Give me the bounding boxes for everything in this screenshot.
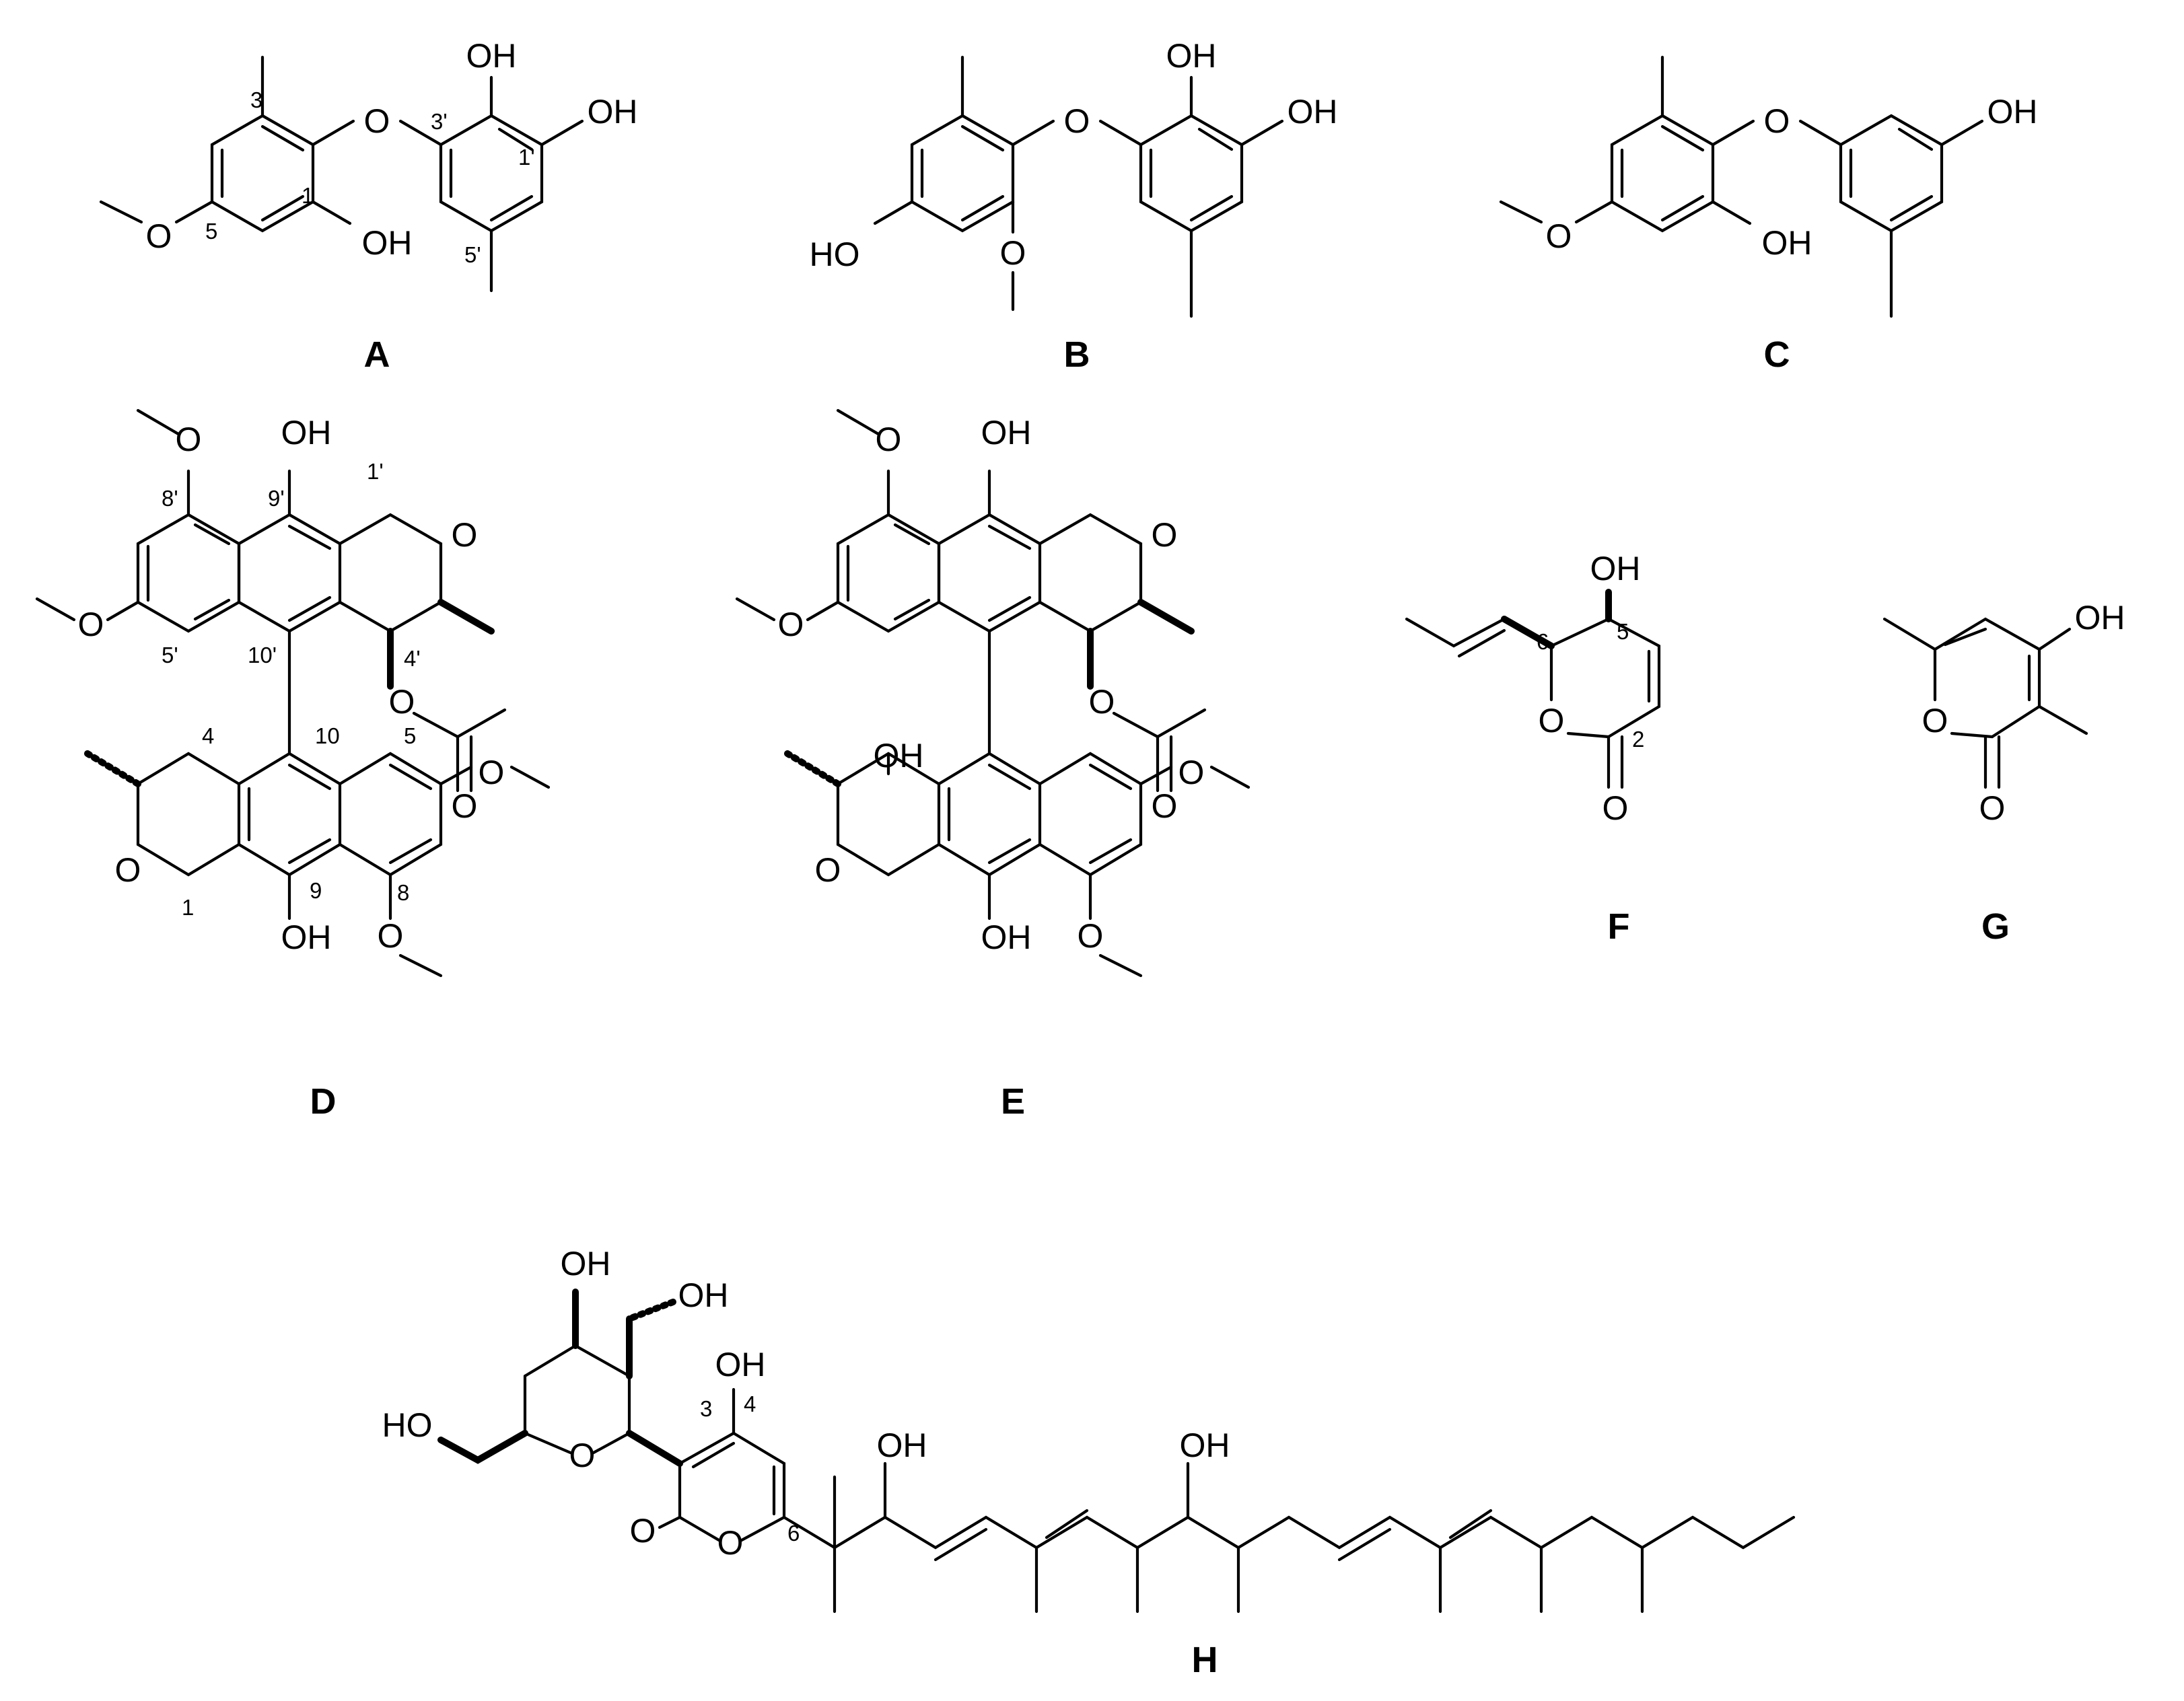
- b-ho-label: HO: [810, 236, 860, 273]
- a-num-1p: 1': [518, 145, 535, 170]
- d-num-8p: 8': [162, 486, 178, 511]
- h-num-3: 3: [700, 1396, 712, 1421]
- compound-a-structure: O OH OH OH O 3 1 5 3' 1' 5' A: [99, 37, 638, 375]
- d-num-9p: 9': [268, 486, 285, 511]
- d-pyran-o-lower: O: [115, 851, 141, 889]
- a-num-3p: 3': [431, 109, 448, 134]
- e-carbonyl-o: O: [1152, 787, 1178, 825]
- h-chain-oh-1: OH: [877, 1426, 927, 1464]
- a-num-5: 5: [205, 219, 217, 244]
- compound-label-e: E: [1001, 1081, 1025, 1122]
- d-num-10p: 10': [248, 643, 277, 667]
- f-num-6: 6: [1537, 629, 1549, 654]
- compound-label-g: G: [1981, 906, 2010, 947]
- compound-label-c: C: [1764, 334, 1790, 375]
- compound-e-structure: O OH O O O O OH O O OH O E: [735, 408, 1250, 1122]
- h-carbonyl-o: O: [630, 1512, 656, 1550]
- d-num-9: 9: [310, 878, 322, 903]
- e-methoxy-o-1: O: [876, 421, 902, 458]
- e-methoxy-o-3: O: [1178, 754, 1205, 791]
- e-oh-benzylic: OH: [874, 737, 924, 774]
- h-sugar-ring-o: O: [569, 1437, 596, 1474]
- e-pyran-o-lower: O: [815, 851, 841, 889]
- d-methoxy-o-6: O: [479, 754, 505, 791]
- a-oh-label-2: OH: [588, 93, 638, 131]
- compound-c-structure: O OH OH O C: [1499, 55, 2038, 375]
- e-oh-upper: OH: [981, 414, 1032, 451]
- h-num-4: 4: [744, 1391, 756, 1416]
- g-oh-label: OH: [2075, 599, 2125, 637]
- h-pyrone-oh: OH: [715, 1346, 766, 1383]
- a-num-5p: 5': [464, 242, 481, 267]
- d-carbonyl-o: O: [452, 787, 478, 825]
- c-oh-label-1: OH: [1987, 93, 2038, 131]
- d-methoxy-o-8: O: [378, 917, 404, 955]
- e-oh-lower: OH: [981, 918, 1032, 956]
- h-num-6: 6: [787, 1521, 800, 1546]
- a-ether-o-label: O: [364, 102, 390, 140]
- d-pyran-o-upper: O: [452, 516, 478, 554]
- d-num-10: 10: [315, 723, 340, 748]
- b-methoxy-o-label: O: [1000, 234, 1026, 272]
- e-pyran-o-upper: O: [1152, 516, 1178, 554]
- c-methoxy-o-label: O: [1546, 217, 1572, 255]
- a-methoxy-o-label: O: [146, 217, 172, 255]
- a-oh-label-3: OH: [362, 224, 413, 262]
- h-sugar-oh-2: OH: [678, 1276, 729, 1314]
- d-oh-9p: OH: [281, 414, 332, 451]
- compound-label-f: F: [1608, 906, 1630, 947]
- e-methoxy-o-2: O: [778, 606, 804, 643]
- e-methoxy-o-4: O: [1078, 917, 1104, 955]
- b-oh-label-1: OH: [1166, 37, 1217, 75]
- a-oh-label-1: OH: [466, 37, 517, 75]
- d-acetate-o: O: [389, 683, 415, 721]
- d-methoxy-o-6p: O: [78, 606, 104, 643]
- compound-label-h: H: [1192, 1640, 1218, 1680]
- h-sugar-ho: HO: [382, 1406, 433, 1444]
- f-carbonyl-o-label: O: [1602, 789, 1629, 827]
- compound-h-structure: OH OH HO O OH O O OH OH 3 4 6 H: [382, 1245, 1796, 1680]
- h-pyrone-ring-o: O: [717, 1524, 744, 1562]
- d-num-8: 8: [397, 880, 409, 905]
- compound-label-d: D: [310, 1081, 337, 1122]
- compound-b-structure: O O OH OH HO B: [810, 37, 1338, 375]
- compound-label-a: A: [364, 334, 390, 375]
- h-chain-oh-2: OH: [1180, 1426, 1230, 1464]
- h-sugar-oh-1: OH: [561, 1245, 611, 1282]
- d-num-1: 1: [182, 895, 194, 920]
- d-methoxy-o-8p: O: [176, 421, 202, 458]
- g-ring-o-label: O: [1922, 702, 1948, 739]
- b-oh-label-2: OH: [1288, 93, 1338, 131]
- d-num-4: 4: [202, 723, 214, 748]
- f-num-5: 5: [1617, 619, 1629, 644]
- a-num-3: 3: [250, 87, 262, 112]
- c-oh-label-2: OH: [1762, 224, 1812, 262]
- d-num-5p: 5': [162, 643, 178, 667]
- d-num-1p: 1': [367, 459, 384, 484]
- f-oh-label: OH: [1590, 550, 1641, 587]
- e-acetate-o: O: [1089, 683, 1115, 721]
- d-num-5: 5: [404, 723, 416, 748]
- compound-f-structure: OH O O 5 6 2 F: [1405, 550, 1661, 947]
- g-carbonyl-o-label: O: [1979, 789, 2006, 827]
- d-num-4p: 4': [404, 646, 421, 671]
- b-ether-o-label: O: [1064, 102, 1090, 140]
- compound-d-structure: O OH O O O O O O OH O 8' 9' 1' 5' 10' 4'…: [35, 408, 551, 1122]
- d-oh-9: OH: [281, 918, 332, 956]
- compound-g-structure: OH O O G: [1882, 599, 2125, 947]
- f-num-2: 2: [1632, 727, 1644, 752]
- f-ring-o-label: O: [1539, 702, 1565, 739]
- c-ether-o-label: O: [1764, 102, 1790, 140]
- a-num-1: 1: [302, 183, 314, 208]
- compound-label-b: B: [1064, 334, 1090, 375]
